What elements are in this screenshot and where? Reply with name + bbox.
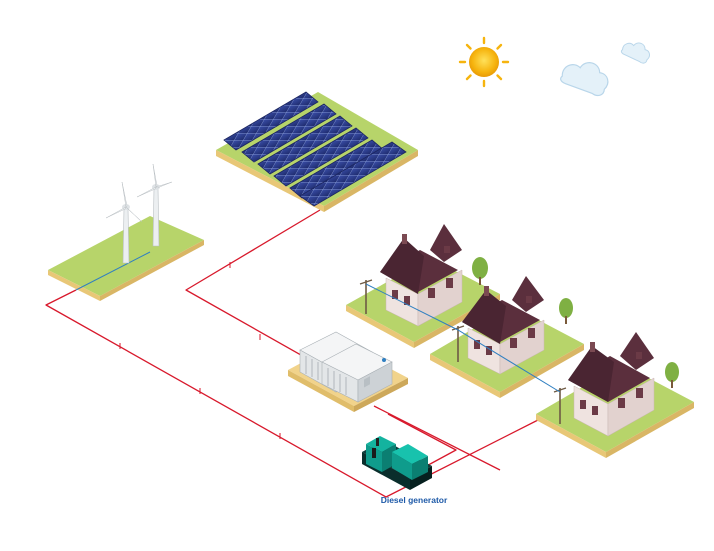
sun-icon <box>458 36 510 88</box>
distribution-line <box>365 283 561 393</box>
wind-turbine-icon <box>136 163 173 247</box>
generator-label: Diesel generator <box>381 495 448 505</box>
wind-turbine-icon <box>105 181 143 264</box>
battery-container-icon <box>321 343 393 403</box>
power-line-ticks <box>119 262 281 439</box>
solar-panel-icon <box>223 91 407 207</box>
house-icon <box>568 332 679 437</box>
utility-pole-icon <box>553 387 567 424</box>
utility-pole-icon <box>451 325 465 362</box>
diesel-generator-icon <box>362 436 432 490</box>
cloud-icon <box>620 42 650 64</box>
solar-farm <box>216 92 418 212</box>
utility-pole-icon <box>359 279 373 314</box>
cloud-icon <box>560 62 609 97</box>
house-icon <box>462 276 573 375</box>
house-icon <box>380 224 488 327</box>
